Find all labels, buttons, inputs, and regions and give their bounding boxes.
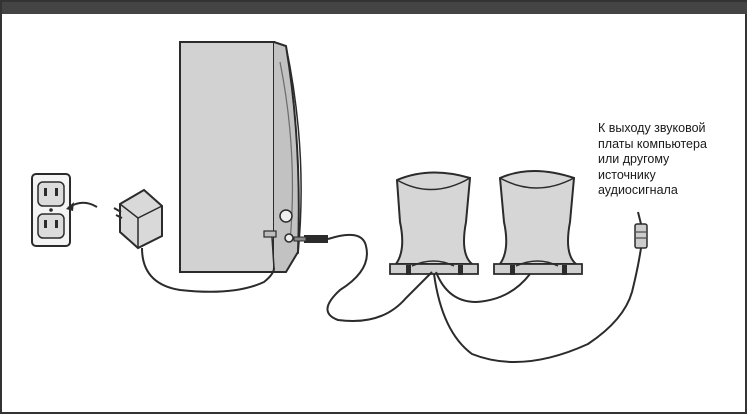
subwoofer-icon (179, 41, 302, 273)
rca-plug-icon (293, 235, 328, 243)
caption-line: платы компьютера (598, 136, 707, 151)
audio-source-caption: К выходу звуковой платы компьютера или д… (598, 121, 746, 199)
cables (141, 233, 642, 363)
speaker-icon (389, 171, 479, 275)
speaker-icon (493, 170, 583, 275)
wall-outlet-icon (31, 173, 71, 247)
caption-line: источнику (598, 167, 656, 182)
top-bar (2, 2, 747, 14)
audio-plug-icon (634, 211, 648, 249)
caption-line: аудиосигнала (598, 183, 678, 197)
caption-line: или другому (598, 152, 670, 166)
power-adapter-icon (113, 188, 163, 250)
arrow-icon (66, 201, 98, 211)
caption-line: К выходу звуковой (598, 121, 706, 135)
